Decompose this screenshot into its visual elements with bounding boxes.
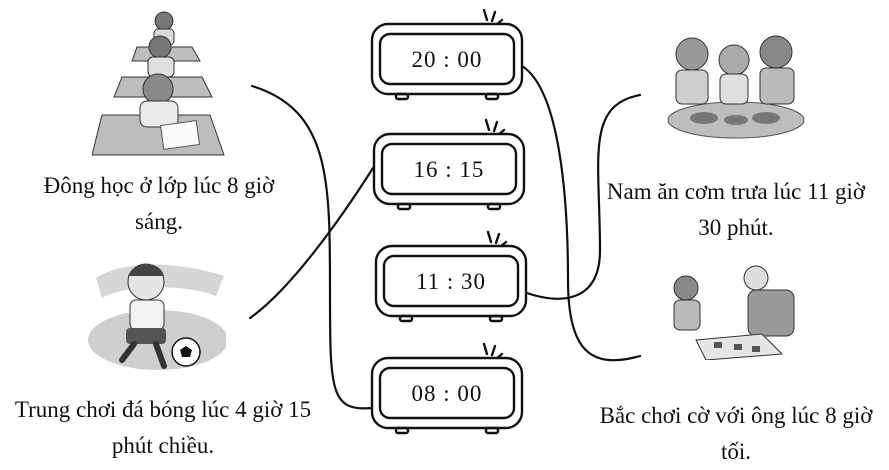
caption-dong: Đông học ở lớp lúc 8 giờ sáng. — [43, 173, 275, 234]
line-dong-to-0800 — [250, 84, 374, 410]
clock-time-2000: 20 : 00 — [411, 47, 483, 72]
clock-time-1130: 11 : 30 — [415, 269, 487, 294]
alarm-clock-icon — [372, 118, 526, 211]
line-2000-to-bac — [520, 64, 642, 362]
classroom-illustration — [92, 11, 225, 156]
alarm-clock-0800: 08 : 00 — [368, 340, 526, 436]
caption-bac: Bắc chơi cờ với ông lúc 8 giờ tối. — [599, 403, 873, 464]
football-illustration — [88, 263, 226, 370]
alarm-clock-2000: 20 : 00 — [368, 6, 526, 102]
alarm-clock-icon — [374, 230, 528, 323]
family-meal-illustration — [667, 35, 805, 139]
caption-trung: Trung chơi đá bóng lúc 4 giờ 15 phút chi… — [14, 397, 312, 458]
alarm-clock-1615: 16 : 15 — [370, 116, 528, 212]
board-game-illustration — [673, 265, 795, 360]
clock-time-0800: 08 : 00 — [411, 381, 483, 406]
alarm-clock-icon — [370, 342, 524, 435]
alarm-clock-1130: 11 : 30 — [372, 228, 530, 324]
alarm-clock-icon — [370, 8, 524, 101]
caption-nam: Nam ăn cơm trưa lúc 11 giờ 30 phút. — [606, 179, 866, 240]
line-1130-to-nam — [522, 93, 642, 300]
clock-time-1615: 16 : 15 — [413, 157, 485, 182]
line-trung-to-1615 — [248, 166, 375, 320]
